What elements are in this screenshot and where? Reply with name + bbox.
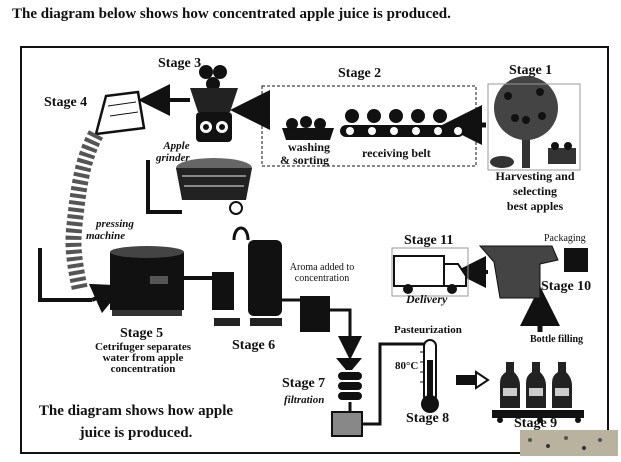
stage-11-label: Stage 11 xyxy=(404,233,454,248)
delivery-truck-icon xyxy=(393,255,467,294)
harvest-line-3: best apples xyxy=(506,199,564,213)
receiving-belt-icon xyxy=(340,109,464,137)
stage-5-label: Stage 5 xyxy=(120,326,164,341)
stage-3-label: Stage 3 xyxy=(158,56,202,71)
delivery-label: Delivery xyxy=(406,292,448,306)
bottle-filling-label: Bottle filling xyxy=(530,334,584,345)
stage-6-label: Stage 6 xyxy=(232,338,276,353)
receiving-belt-label: receiving belt xyxy=(362,146,431,160)
filtration-label: filtration xyxy=(284,394,325,406)
diagram-caption: The diagram shows how apple juice is pro… xyxy=(26,400,246,444)
concentration-tanks-icon xyxy=(212,226,330,332)
apple-tree-icon xyxy=(490,76,576,168)
gravel-texture xyxy=(520,430,618,456)
thermometer-icon xyxy=(420,339,439,413)
washing-tray-icon xyxy=(282,116,334,140)
diagram-frame xyxy=(20,46,609,454)
heading: The diagram below shows how concentrated… xyxy=(12,6,451,22)
filtration-unit-icon xyxy=(331,358,363,437)
washing-line-1: washing xyxy=(288,140,331,154)
pasteurization-label: Pasteurization xyxy=(394,324,462,336)
apple-grinder-line-2: grinder xyxy=(156,152,190,164)
temperature-label: 80°C xyxy=(395,360,419,372)
pressing-line-2: machine xyxy=(86,230,126,242)
stage-4-label: Stage 4 xyxy=(44,95,88,110)
centrifuge-label: Cetrifuger separates water from apple co… xyxy=(84,342,202,375)
stage-2-label: Stage 2 xyxy=(338,66,382,81)
washing-line-2: & sorting xyxy=(280,153,329,167)
stage-1-label: Stage 1 xyxy=(509,63,553,78)
packaging-label: Packaging xyxy=(544,233,586,244)
harvest-line-1: Harvesting and xyxy=(495,169,575,183)
stage-9-label: Stage 9 xyxy=(514,416,558,431)
apple-grinder-icon xyxy=(176,65,252,215)
harvest-line-2: selecting xyxy=(513,184,557,198)
pressing-line-1: pressing xyxy=(96,218,134,230)
pouring-bucket-icon xyxy=(65,90,146,292)
apple-grinder-line-1: Apple xyxy=(163,140,190,152)
packaging-icon xyxy=(478,245,588,299)
caption-line-2: juice is produced. xyxy=(79,425,193,441)
apple-grinder-label: Apple grinder xyxy=(156,140,190,164)
stage-8-label: Stage 8 xyxy=(406,411,450,426)
pressing-machine-icon xyxy=(38,246,184,316)
pressing-machine-label: pressing machine xyxy=(86,218,134,242)
centrifuge-line-2: water from apple xyxy=(102,352,184,364)
centrifuge-line-1: Cetrifuger separates xyxy=(94,341,191,353)
aroma-line-1: Aroma added to xyxy=(289,262,355,273)
caption-line-1: The diagram shows how apple xyxy=(38,403,234,419)
centrifuge-line-3: concentration xyxy=(110,363,176,375)
harvest-label: Harvesting and selecting best apples xyxy=(487,169,583,214)
stage-10-label: Stage 10 xyxy=(541,279,592,294)
washing-label: washing & sorting xyxy=(280,141,330,167)
aroma-line-2: concentration xyxy=(294,273,350,284)
aroma-label: Aroma added to concentration xyxy=(282,262,362,284)
bottle-filling-icon xyxy=(492,362,584,423)
stage-7-label: Stage 7 xyxy=(282,376,326,391)
